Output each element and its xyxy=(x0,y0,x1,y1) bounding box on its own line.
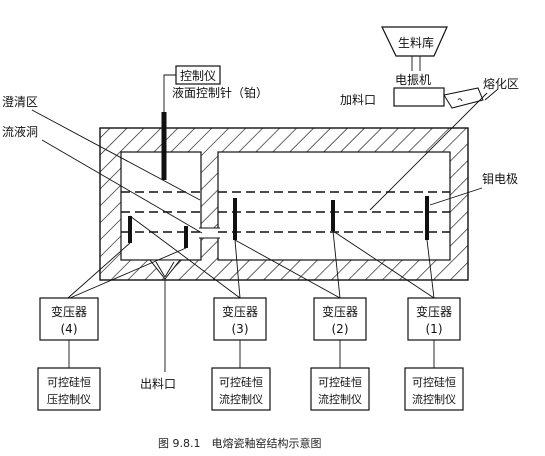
level-needle-label: 液面控制针（铂） xyxy=(172,85,268,100)
svg-text:流控制仪: 流控制仪 xyxy=(318,392,362,406)
controller-unit: 控制仪 xyxy=(163,65,221,112)
svg-text:压控制仪: 压控制仪 xyxy=(47,392,91,406)
transformer-2: 变压器 (2) xyxy=(313,297,367,341)
scr-controller-1: 可控硅恒 流控制仪 xyxy=(404,367,464,411)
raw-material-bin xyxy=(381,26,448,57)
refining-zone-leader xyxy=(31,109,201,201)
refining-chamber xyxy=(120,151,202,261)
feed-inlet-label: 加料口 xyxy=(340,93,376,107)
svg-text:可控硅恒: 可控硅恒 xyxy=(412,375,456,389)
svg-text:变压器: 变压器 xyxy=(51,304,87,319)
svg-text:变压器: 变压器 xyxy=(222,304,258,319)
throat-label: 流液洞 xyxy=(2,124,38,139)
raw-material-bin-label: 生料库 xyxy=(398,35,434,50)
svg-text:变压器: 变压器 xyxy=(322,304,358,319)
outlet-label: 出料口 xyxy=(140,377,176,391)
electrodes xyxy=(128,112,429,248)
vibrator-label: 电振机 xyxy=(395,73,431,87)
transformer-1: 变压器 (1) xyxy=(407,297,461,341)
svg-text:变压器: 变压器 xyxy=(416,304,452,319)
svg-text:可控硅恒: 可控硅恒 xyxy=(219,375,263,389)
mo-electrode-label: 钼电极 xyxy=(482,172,518,186)
svg-text:流控制仪: 流控制仪 xyxy=(412,392,456,406)
kiln-body xyxy=(99,127,469,281)
svg-text:可控硅恒: 可控硅恒 xyxy=(47,375,91,389)
figure-caption: 图 9.8.1 电熔瓷釉窑结构示意图 xyxy=(158,436,322,450)
transformer-4: 变压器 (4) xyxy=(39,297,99,341)
refining-zone-label: 澄清区 xyxy=(2,94,38,109)
svg-text:(3): (3) xyxy=(232,322,249,336)
throat-leader xyxy=(41,139,203,234)
vibrator-box xyxy=(393,87,445,107)
wiring xyxy=(67,215,435,299)
svg-text:流控制仪: 流控制仪 xyxy=(219,392,263,406)
scr-controller-2: 可控硅恒 流控制仪 xyxy=(310,367,370,411)
feeding-system: 生料库 电振机 加料口 xyxy=(340,26,499,109)
svg-text:可控硅恒: 可控硅恒 xyxy=(318,375,362,389)
transformer-3: 变压器 (3) xyxy=(213,297,267,341)
throat-passage xyxy=(199,228,220,238)
scr-controller-3: 可控硅恒 流控制仪 xyxy=(211,367,271,411)
feed-chute xyxy=(443,87,484,109)
svg-text:(2): (2) xyxy=(332,322,349,336)
melting-zone-label: 熔化区 xyxy=(483,76,519,91)
controller-label: 控制仪 xyxy=(180,69,216,83)
svg-text:(4): (4) xyxy=(61,322,78,336)
mo-electrode-leader xyxy=(429,187,483,206)
melting-zone-leader xyxy=(369,92,488,211)
svg-text:(1): (1) xyxy=(426,322,443,336)
scr-controller-4: 可控硅恒 压控制仪 xyxy=(37,367,101,411)
